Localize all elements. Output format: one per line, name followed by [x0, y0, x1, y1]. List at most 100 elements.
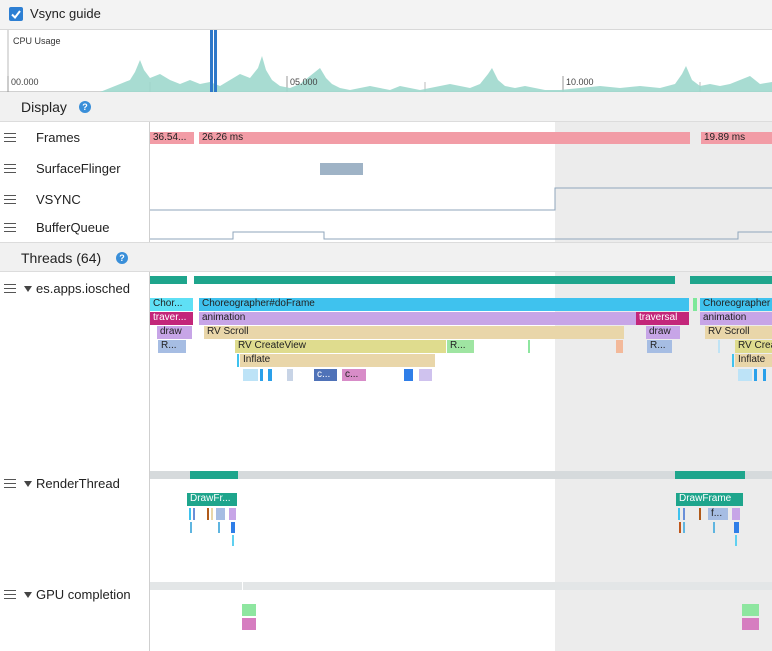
frame-slice[interactable]: 19.89 ms	[701, 132, 772, 144]
threads-title: Threads (64)	[21, 250, 102, 266]
slice-traversal[interactable]: traver...	[150, 312, 193, 325]
slice-small[interactable]	[763, 369, 766, 381]
slice-choreographer[interactable]: Chor...	[150, 298, 193, 311]
collapse-triangle-icon[interactable]	[24, 592, 32, 598]
slice-small[interactable]	[193, 508, 195, 520]
collapse-triangle-icon[interactable]	[24, 481, 32, 487]
slice-draw[interactable]: draw	[157, 326, 192, 339]
slice-small[interactable]	[218, 522, 220, 533]
vsync-guide-label: Vsync guide	[30, 6, 101, 21]
drag-handle-icon[interactable]	[4, 133, 16, 142]
slice-small[interactable]	[189, 508, 191, 520]
slice-small[interactable]	[419, 369, 432, 381]
renderthread-state-bar[interactable]	[150, 471, 772, 479]
slice-small[interactable]	[699, 508, 701, 520]
gpu-slice[interactable]	[242, 618, 256, 630]
cpu-usage-track[interactable]: CPU Usage 00.000 05.000 10.000	[0, 30, 772, 92]
slice-traversal[interactable]: traversal	[636, 312, 689, 325]
thread-state-running[interactable]	[150, 276, 187, 284]
threads-section-header[interactable]: Threads (64) ?	[0, 242, 772, 272]
slice-small[interactable]	[211, 508, 213, 520]
slice-small[interactable]	[260, 369, 263, 381]
collapse-triangle-icon[interactable]	[24, 286, 32, 292]
slice-small[interactable]	[216, 508, 225, 520]
slice-small[interactable]	[738, 369, 752, 381]
slice-drawframe[interactable]: DrawFr...	[187, 493, 237, 506]
thread-state-running[interactable]	[675, 471, 745, 479]
gpu-state-bar[interactable]	[150, 582, 772, 590]
slice-small[interactable]	[754, 369, 757, 381]
slice-rv-createview[interactable]: RV CreateView	[235, 340, 446, 353]
help-icon[interactable]: ?	[79, 101, 91, 113]
slice-draw[interactable]: draw	[646, 326, 680, 339]
drag-handle-icon[interactable]	[4, 590, 16, 599]
slice-inflate[interactable]: Inflate	[240, 354, 435, 367]
help-icon[interactable]: ?	[116, 252, 128, 264]
slice-c[interactable]: c...	[314, 369, 337, 381]
frame-slice[interactable]: 26.26 ms	[199, 132, 690, 144]
slice-animation[interactable]: animation	[700, 312, 772, 325]
slice-small[interactable]	[693, 298, 697, 311]
slice-small[interactable]	[735, 535, 737, 546]
drag-handle-icon[interactable]	[4, 164, 16, 173]
gpu-slice[interactable]	[242, 604, 256, 616]
slice-small[interactable]	[616, 340, 623, 353]
threads-timeline[interactable]: Chor... Choreographer#doFrame Choreograp…	[150, 272, 772, 651]
drag-handle-icon[interactable]	[4, 195, 16, 204]
slice-small[interactable]	[232, 535, 234, 546]
slice-small[interactable]	[679, 522, 681, 533]
slice-small[interactable]	[243, 369, 258, 381]
thread-label-iosched: es.apps.iosched	[36, 281, 130, 296]
surfaceflinger-slice[interactable]	[320, 163, 363, 175]
gpu-state-marker	[242, 582, 243, 590]
slice-rv-createview[interactable]: RV Crea	[735, 340, 772, 353]
slice-rv-scroll[interactable]: RV Scroll	[705, 326, 772, 339]
slice-choreographer-doframe[interactable]: Choreographer#doFrame	[199, 298, 689, 311]
slice-rv-scroll[interactable]: RV Scroll	[204, 326, 624, 339]
slice-r[interactable]: R...	[447, 340, 474, 353]
vsync-guide-checkbox[interactable]	[9, 7, 23, 21]
slice-animation[interactable]: animation	[199, 312, 636, 325]
slice-small[interactable]	[404, 369, 413, 381]
drag-handle-icon[interactable]	[4, 479, 16, 488]
gpu-slice[interactable]	[742, 618, 759, 630]
slice-small[interactable]	[268, 369, 272, 381]
slice-small[interactable]	[231, 522, 235, 533]
slice-small[interactable]	[190, 522, 192, 533]
drag-handle-icon[interactable]	[4, 284, 16, 293]
slice-c[interactable]: c...	[342, 369, 366, 381]
thread-state-running[interactable]	[690, 276, 772, 284]
gpu-slice[interactable]	[742, 604, 759, 616]
slice-r[interactable]: R...	[647, 340, 672, 353]
slice-small[interactable]	[678, 508, 680, 520]
slice-small[interactable]	[734, 522, 739, 533]
slice-small[interactable]	[718, 340, 720, 353]
slice-small[interactable]	[683, 508, 685, 520]
slice-small[interactable]	[732, 508, 740, 520]
display-title: Display	[21, 99, 67, 115]
slice-f[interactable]: f...	[708, 508, 728, 520]
checkmark-icon	[11, 10, 21, 20]
frame-slice[interactable]: 36.54...	[150, 132, 194, 144]
slice-drawframe[interactable]: DrawFrame	[676, 493, 743, 506]
slice-small[interactable]	[683, 522, 685, 533]
drag-handle-icon[interactable]	[4, 223, 16, 232]
cpu-tick-10: 10.000	[566, 77, 594, 87]
cpu-tick-0: 00.000	[11, 77, 39, 87]
cpu-usage-label: CPU Usage	[13, 36, 61, 46]
slice-small[interactable]	[229, 508, 236, 520]
slice-small[interactable]	[237, 354, 239, 367]
slice-small[interactable]	[287, 369, 293, 381]
display-section-header[interactable]: Display ?	[0, 92, 772, 122]
slice-small[interactable]	[528, 340, 530, 353]
thread-state-running[interactable]	[190, 471, 238, 479]
thread-state-running[interactable]	[194, 276, 675, 284]
surfaceflinger-label: SurfaceFlinger	[36, 161, 121, 176]
display-timeline[interactable]: 36.54... 26.26 ms 19.89 ms	[150, 122, 772, 242]
slice-small[interactable]	[207, 508, 209, 520]
slice-choreographer[interactable]: Choreographer	[700, 298, 772, 311]
slice-inflate[interactable]: Inflate	[735, 354, 772, 367]
slice-r[interactable]: R...	[158, 340, 186, 353]
slice-small[interactable]	[732, 354, 734, 367]
slice-small[interactable]	[713, 522, 715, 533]
